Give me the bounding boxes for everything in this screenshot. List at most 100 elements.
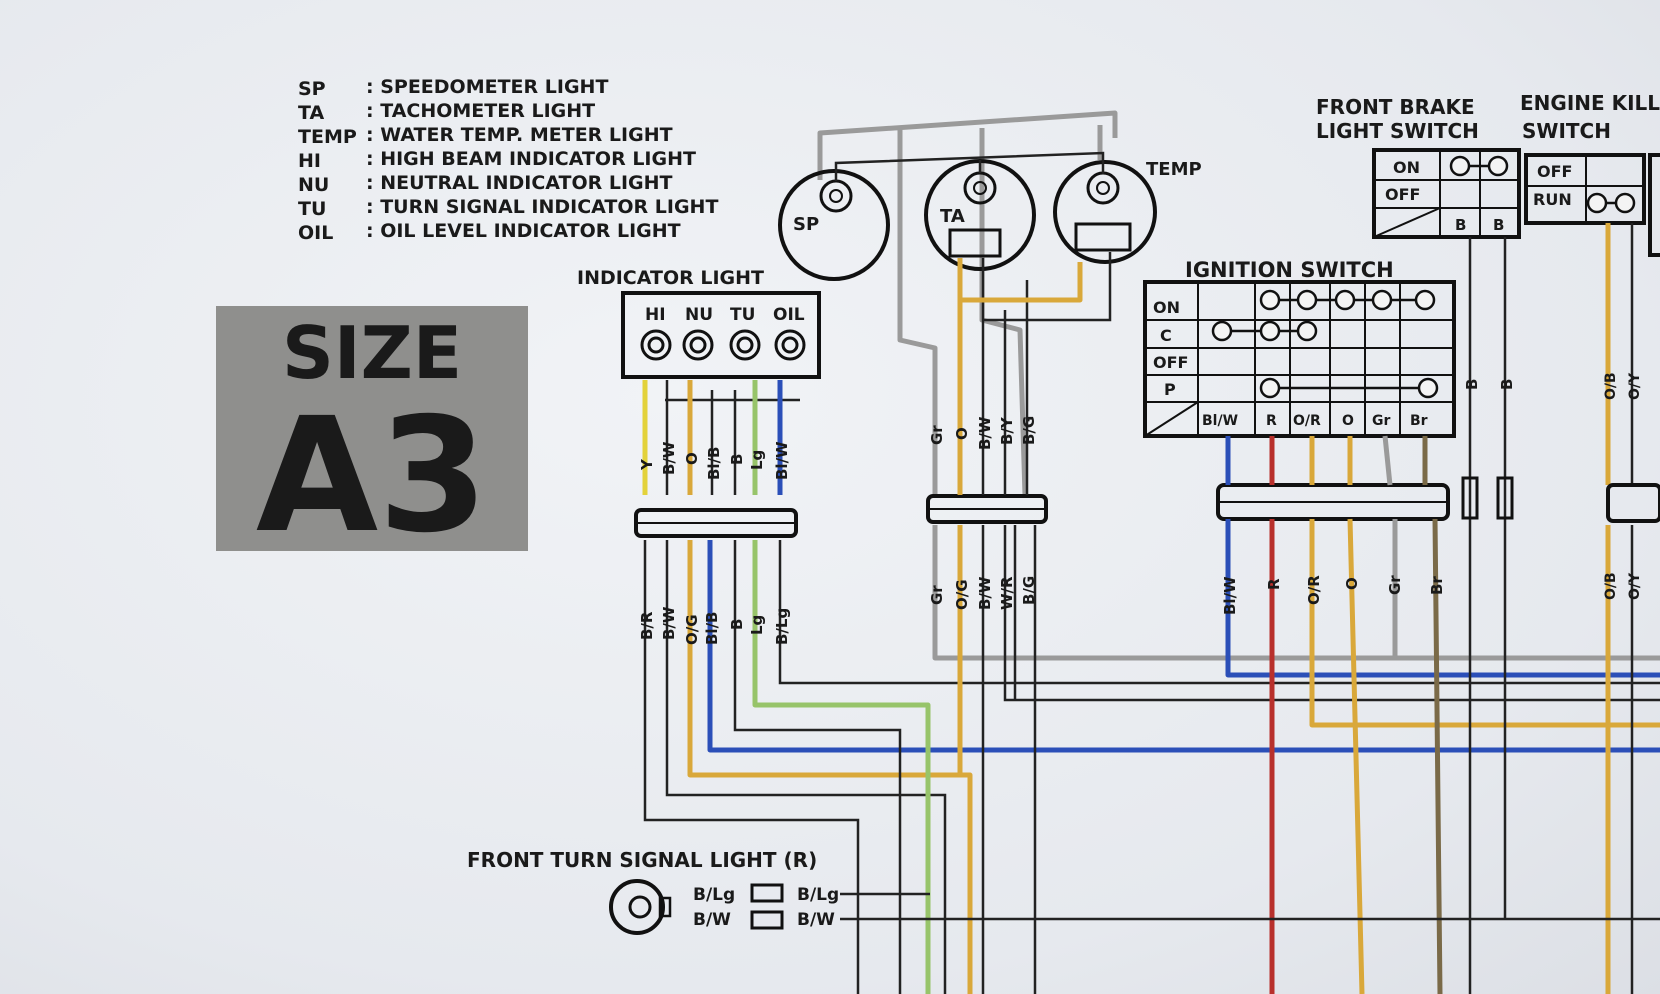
wire-label: R bbox=[1265, 578, 1283, 590]
brake-row-on: ON bbox=[1393, 158, 1420, 177]
wire-label: O/B bbox=[1603, 572, 1619, 600]
wire-label: Bl/W bbox=[1221, 576, 1239, 615]
meter-label-temp: TEMP bbox=[1146, 159, 1202, 180]
water-temp-meter-light: TEMP bbox=[1053, 159, 1202, 264]
ignition-col: O/R bbox=[1293, 413, 1321, 429]
wire-label: B/W bbox=[976, 416, 994, 450]
wire-label: O bbox=[1343, 577, 1361, 590]
legend-desc: : WATER TEMP. METER LIGHT bbox=[366, 124, 673, 146]
meter-black-wires bbox=[834, 151, 1105, 181]
turn-wire-label: B/Lg bbox=[693, 885, 735, 905]
legend: SP : SPEEDOMETER LIGHT TA : TACHOMETER L… bbox=[298, 76, 718, 244]
turn-wire-label: B/W bbox=[693, 910, 731, 930]
size-value: A3 bbox=[256, 384, 488, 568]
wire-label: B bbox=[728, 454, 746, 465]
indicator-wires-top bbox=[642, 380, 800, 495]
ignition-wires bbox=[1225, 435, 1660, 994]
indicator-top-labels: Y B/W O Bl/B B Lg Bl/W bbox=[638, 441, 791, 480]
legend-desc: : TACHOMETER LIGHT bbox=[366, 100, 595, 122]
brake-title-1: FRONT BRAKE bbox=[1316, 95, 1475, 119]
size-label: SIZE bbox=[282, 311, 462, 395]
engine-kill-switch: ENGINE KILL SWITCH OFF RUN O/B O/Y O/B O… bbox=[1520, 91, 1660, 994]
wire-label: O/Y bbox=[1627, 372, 1643, 400]
wire-label: B bbox=[1463, 379, 1481, 390]
brake-col: B bbox=[1455, 216, 1466, 234]
wire-label: B/W bbox=[976, 576, 994, 610]
wire-label: Lg bbox=[748, 450, 766, 470]
wire-label: Br bbox=[1428, 576, 1446, 595]
legend-code: NU bbox=[298, 174, 329, 196]
legend-code: TU bbox=[298, 198, 326, 220]
legend-desc: : OIL LEVEL INDICATOR LIGHT bbox=[366, 220, 681, 242]
brake-title-2: LIGHT SWITCH bbox=[1316, 119, 1479, 143]
wire-label: Bl/B bbox=[703, 612, 721, 646]
wire-label: O/B bbox=[1603, 372, 1619, 400]
wire-label: Gr bbox=[928, 425, 946, 445]
front-turn-signal-light-r: FRONT TURN SIGNAL LIGHT (R) B/Lg B/W B/L… bbox=[467, 848, 1660, 935]
indicator-col-nu: NU bbox=[685, 305, 713, 325]
connector-meter bbox=[926, 494, 1048, 524]
speedometer-light: SP bbox=[778, 169, 890, 281]
wire-label: O/Y bbox=[1627, 572, 1643, 600]
ignition-title: IGNITION SWITCH bbox=[1185, 258, 1394, 282]
wire-label: B/W bbox=[660, 606, 678, 640]
turn-signal-title: FRONT TURN SIGNAL LIGHT (R) bbox=[467, 848, 817, 872]
ignition-wire-labels: Bl/W R O/R O Gr Br bbox=[1221, 575, 1446, 615]
indicator-col-tu: TU bbox=[730, 305, 755, 325]
ignition-col: R bbox=[1266, 413, 1277, 429]
legend-desc: : SPEEDOMETER LIGHT bbox=[366, 76, 608, 98]
front-brake-light-switch: FRONT BRAKE LIGHT SWITCH ON OFF B B B B bbox=[1316, 95, 1521, 994]
wire-label: Y bbox=[638, 458, 656, 471]
meter-ground-wires bbox=[817, 110, 1118, 496]
indicator-col-oil: OIL bbox=[773, 305, 805, 325]
ignition-col: Gr bbox=[1372, 413, 1390, 429]
legend-desc: : NEUTRAL INDICATOR LIGHT bbox=[366, 172, 673, 194]
kill-title-2: SWITCH bbox=[1522, 119, 1611, 143]
wire-label: B/R bbox=[638, 611, 656, 640]
size-badge: SIZE A3 bbox=[216, 306, 528, 568]
turn-wire-label: B/Lg bbox=[797, 885, 839, 905]
wire-label: Bl/W bbox=[773, 441, 791, 480]
kill-title-1: ENGINE KILL bbox=[1520, 91, 1660, 115]
wire-label: Bl/B bbox=[705, 447, 723, 481]
indicator-bottom-labels: B/R B/W O/G Bl/B B Lg B/Lg bbox=[638, 606, 791, 645]
wire-label: O/R bbox=[1305, 575, 1323, 605]
ignition-row-off: OFF bbox=[1153, 353, 1188, 372]
meter-harness-labels: Gr O B/W B/Y B/G Gr O/G B/W W/R B/G bbox=[928, 416, 1038, 610]
wire-label: B/Y bbox=[998, 416, 1016, 445]
wire-label: B/Lg bbox=[773, 608, 791, 645]
kill-row-run: RUN bbox=[1533, 190, 1572, 209]
wire-label: Gr bbox=[928, 585, 946, 605]
brake-col: B bbox=[1493, 216, 1504, 234]
wire-label: Gr bbox=[1386, 575, 1404, 595]
wire-label: B/G bbox=[1020, 576, 1038, 605]
wire-label: O/G bbox=[953, 579, 971, 610]
turn-wire-label: B/W bbox=[797, 910, 835, 930]
legend-desc: : TURN SIGNAL INDICATOR LIGHT bbox=[366, 196, 718, 218]
meter-label-sp: SP bbox=[793, 214, 819, 235]
wire-label: Lg bbox=[748, 615, 766, 635]
wire-label: B/W bbox=[660, 441, 678, 475]
wire-label: O/G bbox=[683, 614, 701, 645]
ignition-row-p: P bbox=[1164, 380, 1176, 399]
kill-row-off: OFF bbox=[1537, 162, 1572, 181]
wire-label: B bbox=[728, 619, 746, 630]
ignition-switch: IGNITION SWITCH ON C OFF P Bl/W R O/R O … bbox=[1143, 258, 1456, 438]
indicator-light-block: INDICATOR LIGHT HI NU TU OIL bbox=[577, 267, 821, 379]
ignition-col: O bbox=[1342, 413, 1354, 429]
legend-code: SP bbox=[298, 78, 326, 100]
legend-code: TA bbox=[298, 102, 324, 124]
wire-label: W/R bbox=[998, 576, 1016, 610]
ignition-col: Bl/W bbox=[1202, 413, 1238, 429]
wire-label: O bbox=[953, 427, 971, 440]
indicator-wires-bottom bbox=[643, 540, 1660, 994]
brake-row-off: OFF bbox=[1385, 185, 1420, 204]
meter-label-ta: TA bbox=[940, 206, 965, 227]
connector-indicator bbox=[634, 508, 798, 538]
wire-label: B bbox=[1498, 379, 1516, 390]
ignition-row-c: C bbox=[1160, 326, 1172, 345]
meter-harness-wires bbox=[932, 252, 1660, 994]
ignition-col: Br bbox=[1410, 413, 1428, 429]
